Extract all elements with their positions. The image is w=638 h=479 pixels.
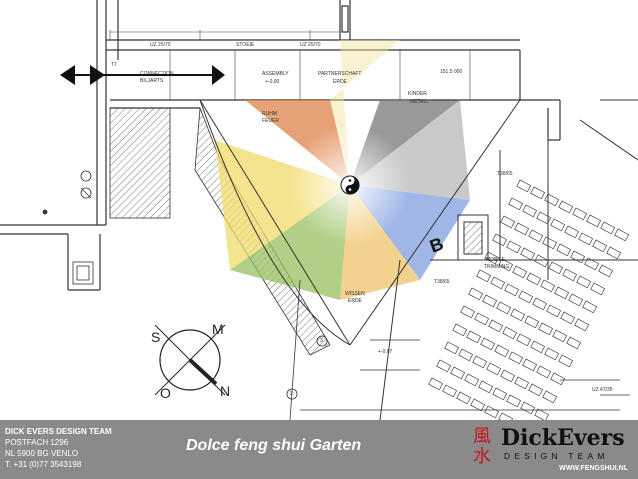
company-name: DICK EVERS DESIGN TEAM: [5, 427, 112, 436]
compass-letter-m: M: [212, 321, 224, 337]
postbox: POSTFACH 1296: [5, 438, 69, 447]
city: NL 5900 BG VENLO: [5, 449, 79, 458]
plan-label-assembly: ASSEMBLY: [262, 71, 289, 77]
plan-label-erde2: ERDE: [348, 298, 362, 304]
floor-plan-drawing: [0, 0, 638, 420]
website-link[interactable]: WWW.FENGSHUI.NL: [559, 465, 628, 472]
logo-char-water: 水: [473, 446, 491, 467]
seating-grid: [428, 179, 630, 420]
plan-label-kinder: KINDER: [408, 91, 427, 97]
floor-plan: UZ 25/70 STOEIE UZ 25/70 151.5 000 CONNE…: [0, 0, 638, 420]
brand-subtitle: DESIGN TEAM: [504, 451, 609, 461]
plan-label-partnership: PARTNERSCHAFT: [318, 71, 362, 77]
footer-bar: DICK EVERS DESIGN TEAM POSTFACH 1296 NL …: [0, 420, 638, 479]
logo-char-wind: 風: [473, 426, 491, 447]
plan-label-biljarts: BILJARTS: [140, 78, 164, 84]
plan-label-uz1: UZ 25/70: [150, 42, 171, 48]
plan-label-circle2: 2: [290, 391, 293, 397]
plan-label-trimming: TRIMMING: [484, 264, 510, 270]
plan-label-connection: CONNECTION: [140, 71, 174, 77]
compass-letter-n: N: [220, 383, 231, 399]
compass-letter-o: O: [160, 385, 171, 401]
compass: [154, 324, 226, 396]
plan-label-erde: ERDE: [333, 79, 347, 85]
plan-label-metall: METALL: [410, 99, 430, 105]
plan-label-t7: T7: [111, 62, 117, 68]
plan-label-mobile: MOBILE: [486, 257, 505, 263]
address-block: DICK EVERS DESIGN TEAM POSTFACH 1296 NL …: [5, 426, 112, 470]
yin-yang-icon: [340, 175, 360, 195]
plan-label-wissen: WISSEN: [345, 291, 365, 297]
plan-label-uz3: UZ 47/35: [592, 387, 613, 393]
compass-letter-s: S: [151, 329, 161, 345]
plan-label-ruhm: RUHM: [262, 111, 277, 117]
plan-label-stoeie: STOEIE: [236, 42, 255, 48]
plan-label-level2: +-0.07: [378, 349, 393, 355]
plan-label-feuer: FEUER: [262, 118, 279, 124]
logo-mark: 風 水: [471, 427, 493, 467]
plan-label-t38: T38/65: [497, 171, 513, 177]
plan-label-t38b: T38/65: [434, 279, 450, 285]
phone: T. +31 (0)77 3543198: [5, 460, 82, 469]
plan-label-ng: 151.5 000: [440, 69, 463, 75]
plan-label-level: +-0.00: [265, 79, 280, 85]
page-title: Dolce feng shui Garten: [186, 437, 362, 454]
plan-label-uz2: UZ 25/70: [300, 42, 321, 48]
plan-label-circle3: 3: [320, 338, 323, 344]
brand-name: DickEvers: [501, 425, 625, 451]
